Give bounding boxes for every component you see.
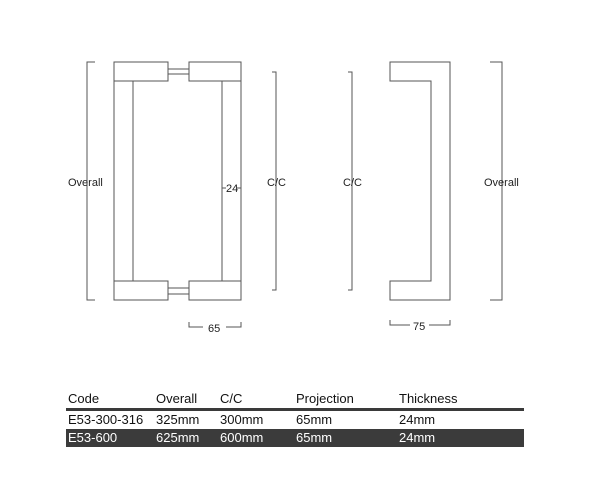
overall-label-side: Overall <box>484 177 519 189</box>
cc-dimension-bracket-side <box>348 71 353 291</box>
cc-dimension-bracket-front <box>272 71 277 291</box>
cell-projection: 65mm <box>296 430 333 445</box>
cell-code: E53-300-316 <box>68 412 144 427</box>
header-overall: Overall <box>156 391 198 406</box>
cell-code: E53-600 <box>68 430 118 445</box>
table-row-highlighted: E53-600 625mm 600mm 65mm 24mm <box>66 429 524 447</box>
cell-cc: 300mm <box>220 412 264 427</box>
header-thickness: Thickness <box>399 391 458 406</box>
table-header: Code Overall C/C Projection Thickness <box>66 390 524 411</box>
cell-thickness: 24mm <box>399 430 436 445</box>
thickness-label: 24 <box>226 183 238 195</box>
overall-dimension-bracket-side <box>490 61 503 301</box>
top-right-standoff <box>188 61 242 82</box>
projection-dimension-front <box>188 322 242 328</box>
side-profile <box>389 61 451 301</box>
projection-label-side: 75 <box>413 321 425 333</box>
cell-cc: 600mm <box>220 430 264 445</box>
header-code: Code <box>68 391 100 406</box>
cc-label-front: C/C <box>267 177 286 189</box>
cell-overall: 625mm <box>156 430 200 445</box>
header-cc: C/C <box>220 391 243 406</box>
spec-table: Code Overall C/C Projection Thickness E5… <box>66 390 524 447</box>
bottom-left-standoff <box>113 280 169 301</box>
cell-projection: 65mm <box>296 412 333 427</box>
projection-dimension-side <box>389 320 451 326</box>
cell-overall: 325mm <box>156 412 200 427</box>
cc-label-side: C/C <box>343 177 362 189</box>
projection-label-front: 65 <box>208 323 220 335</box>
table-row: E53-300-316 325mm 300mm 65mm 24mm <box>66 411 524 429</box>
header-projection: Projection <box>296 391 354 406</box>
bottom-right-standoff <box>188 280 242 301</box>
top-left-standoff <box>113 61 169 82</box>
cell-thickness: 24mm <box>399 412 436 427</box>
overall-label-front: Overall <box>68 177 103 189</box>
overall-dimension-bracket-front <box>86 61 95 301</box>
